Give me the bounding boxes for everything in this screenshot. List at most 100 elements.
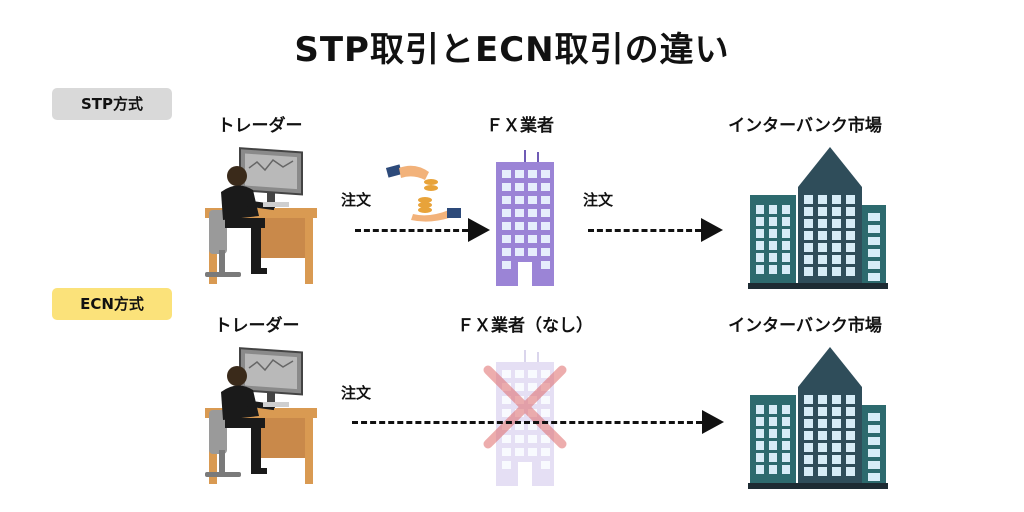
building-window xyxy=(528,222,537,230)
building-window xyxy=(515,248,524,256)
skyscraper-window xyxy=(846,443,855,452)
building-window xyxy=(502,209,511,217)
building-window xyxy=(541,222,550,230)
cross-mark-icon xyxy=(483,365,567,449)
skyscraper-window xyxy=(756,405,764,414)
building-window xyxy=(541,435,550,443)
skyscraper-window xyxy=(756,229,764,238)
skyscraper-window xyxy=(756,453,764,462)
building-window xyxy=(541,235,550,243)
building-window xyxy=(528,248,537,256)
skyscraper-window xyxy=(804,419,813,428)
building-window xyxy=(528,235,537,243)
building-window xyxy=(528,435,537,443)
skyscraper-window xyxy=(818,419,827,428)
skyscraper-window xyxy=(818,231,827,240)
stp-trader-label: トレーダー xyxy=(217,116,303,136)
building-window xyxy=(528,183,537,191)
skyscraper-window xyxy=(868,449,880,457)
skyscraper-window xyxy=(769,465,777,474)
building-window xyxy=(515,170,524,178)
skyscraper-window xyxy=(804,267,813,276)
skyscraper-window xyxy=(832,407,841,416)
skyscraper-icon xyxy=(748,347,888,489)
stp-broker-label: ＦＸ業者 xyxy=(486,116,554,136)
skyscraper-window xyxy=(782,241,790,250)
building-window xyxy=(515,448,524,456)
skyscraper-window xyxy=(818,407,827,416)
skyscraper-window xyxy=(769,217,777,226)
skyscraper-window xyxy=(818,443,827,452)
building-window xyxy=(502,461,511,469)
skyscraper-window xyxy=(782,453,790,462)
building-window xyxy=(528,370,537,378)
skyscraper-window xyxy=(782,205,790,214)
skyscraper-window xyxy=(804,231,813,240)
building-window xyxy=(541,209,550,217)
skyscraper-window xyxy=(868,473,880,481)
building-window xyxy=(515,222,524,230)
skyscraper-window xyxy=(782,441,790,450)
skyscraper-window xyxy=(804,443,813,452)
skyscraper-window xyxy=(868,273,880,281)
coins-handover-icon xyxy=(385,164,461,222)
building-window xyxy=(541,196,550,204)
skyscraper-window xyxy=(846,195,855,204)
skyscraper-window xyxy=(832,455,841,464)
building-window xyxy=(502,448,511,456)
skyscraper-window xyxy=(804,219,813,228)
building-window xyxy=(528,422,537,430)
skyscraper-window xyxy=(832,219,841,228)
skyscraper-window xyxy=(804,207,813,216)
building-window xyxy=(515,183,524,191)
building-window xyxy=(541,461,550,469)
trader-at-desk-icon xyxy=(205,347,317,484)
skyscraper-window xyxy=(782,229,790,238)
building-window xyxy=(541,448,550,456)
skyscraper-window xyxy=(804,455,813,464)
skyscraper-window xyxy=(832,467,841,476)
building-window xyxy=(515,370,524,378)
skyscraper-window xyxy=(782,405,790,414)
skyscraper-window xyxy=(832,267,841,276)
ecn-trader-label: トレーダー xyxy=(214,316,300,336)
skyscraper-window xyxy=(832,395,841,404)
skyscraper-window xyxy=(868,413,880,421)
skyscraper-window xyxy=(769,241,777,250)
skyscraper-window xyxy=(832,243,841,252)
skyscraper-window xyxy=(756,205,764,214)
skyscraper-window xyxy=(756,241,764,250)
skyscraper-window xyxy=(769,253,777,262)
skyscraper-window xyxy=(769,405,777,414)
building-window xyxy=(502,261,511,269)
skyscraper-window xyxy=(804,195,813,204)
ecn-order-label: 注文 xyxy=(341,384,372,402)
skyscraper-window xyxy=(769,441,777,450)
stp-badge: STP方式 xyxy=(52,88,172,120)
building-window xyxy=(541,183,550,191)
building-window xyxy=(541,409,550,417)
stp-order-label-1: 注文 xyxy=(341,191,372,209)
office-building-icon xyxy=(496,150,554,286)
stp-market-label: インターバンク市場 xyxy=(728,116,882,136)
skyscraper-window xyxy=(769,417,777,426)
skyscraper-window xyxy=(846,243,855,252)
skyscraper-window xyxy=(818,243,827,252)
skyscraper-window xyxy=(846,255,855,264)
skyscraper-window xyxy=(832,419,841,428)
skyscraper-window xyxy=(769,229,777,238)
skyscraper-window xyxy=(846,455,855,464)
building-window xyxy=(502,435,511,443)
trader-at-desk-icon xyxy=(205,147,317,284)
skyscraper-window xyxy=(756,465,764,474)
building-window xyxy=(502,183,511,191)
skyscraper-window xyxy=(804,467,813,476)
skyscraper-window xyxy=(818,207,827,216)
stp-arrow-broker-to-market xyxy=(588,218,723,242)
building-window xyxy=(502,396,511,404)
skyscraper-window xyxy=(868,225,880,233)
skyscraper-window xyxy=(818,395,827,404)
skyscraper-window xyxy=(846,219,855,228)
skyscraper-window xyxy=(868,249,880,257)
skyscraper-window xyxy=(756,429,764,438)
